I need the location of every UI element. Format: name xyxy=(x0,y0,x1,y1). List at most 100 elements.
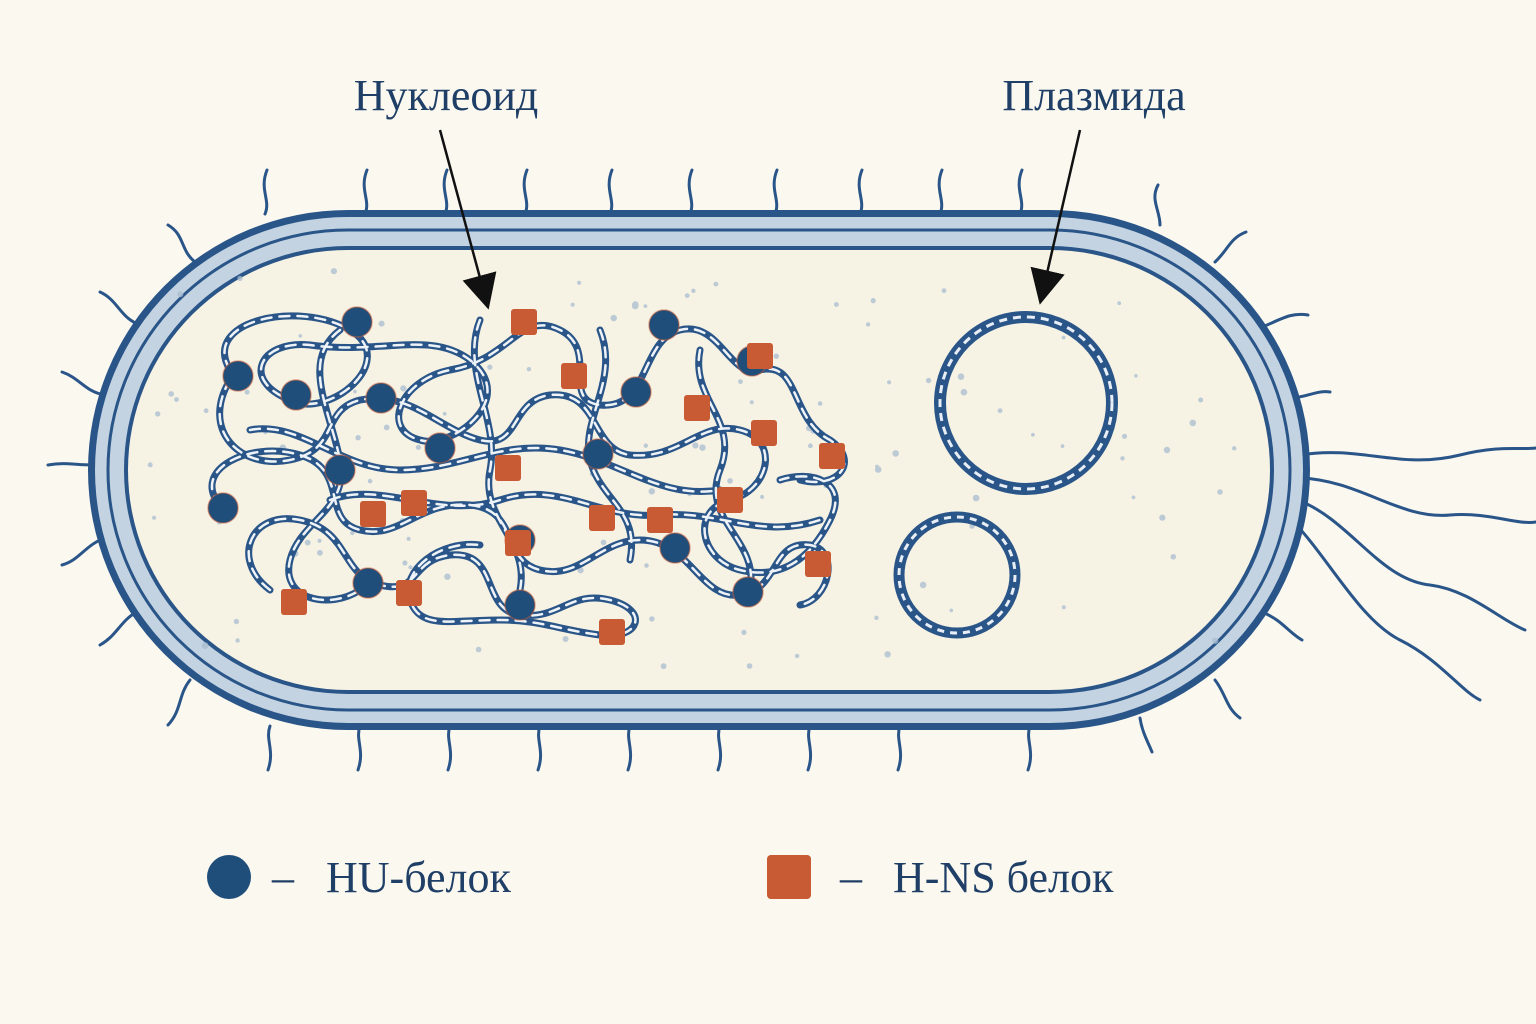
ribosome-dot xyxy=(317,549,323,556)
ribosome-dot xyxy=(644,563,649,568)
ribosome-dot xyxy=(887,380,892,385)
pilus xyxy=(536,724,543,772)
ribosome-dot xyxy=(957,373,965,381)
plasmid-label: Плазмида xyxy=(1002,71,1185,120)
hns-protein xyxy=(505,530,531,556)
pilus xyxy=(937,168,944,216)
pilus xyxy=(806,724,813,772)
hns-protein xyxy=(647,507,673,533)
hns-protein xyxy=(561,363,587,389)
ribosome-dot xyxy=(1189,419,1197,427)
plasmid-large xyxy=(934,311,1118,495)
hns-legend-icon xyxy=(767,855,811,899)
ribosome-dot xyxy=(727,478,733,484)
hu-protein xyxy=(341,306,373,338)
pilus xyxy=(772,168,779,216)
ribosome-dot xyxy=(1120,456,1125,461)
ribosome-dot xyxy=(997,408,1003,414)
ribosome-dot xyxy=(760,494,765,499)
pilus xyxy=(1138,716,1154,754)
plasmid-arrow xyxy=(1030,129,1082,305)
hns-protein xyxy=(599,619,625,645)
ribosome-dot xyxy=(746,663,753,669)
ribosome-dot xyxy=(741,629,747,636)
hns-legend-label: H-NS белок xyxy=(893,853,1114,902)
pilus xyxy=(356,724,363,772)
hns-protein xyxy=(819,443,845,469)
hu-protein xyxy=(732,576,764,608)
hns-protein xyxy=(684,395,710,421)
pilus xyxy=(166,678,192,727)
pilus xyxy=(98,290,142,327)
ribosome-dot xyxy=(298,334,303,338)
ribosome-dot xyxy=(400,385,407,392)
ribosome-dot xyxy=(155,411,161,417)
ribosome-dot xyxy=(562,636,569,642)
hns-protein xyxy=(281,589,307,615)
hu-protein xyxy=(504,589,536,621)
ribosome-dot xyxy=(925,377,932,384)
hns-protein xyxy=(589,505,615,531)
ribosome-dot xyxy=(941,288,947,294)
pilus xyxy=(60,370,107,397)
ribosome-dot xyxy=(610,314,617,322)
legend: – HU-белок – H-NS белок xyxy=(207,853,1114,902)
ribosome-dot xyxy=(244,389,250,395)
ribosome-dot xyxy=(972,494,980,502)
ribosome-dot xyxy=(1170,554,1177,560)
pilus xyxy=(442,168,449,216)
ribosome-dot xyxy=(949,608,954,613)
ribosome-dot xyxy=(773,353,779,359)
ribosome-dot xyxy=(203,408,209,414)
hns-protein xyxy=(401,490,427,516)
ribosome-dot xyxy=(632,301,639,308)
ribosome-dot xyxy=(648,488,655,495)
ribosome-dot xyxy=(367,478,373,484)
ribosome-dot xyxy=(600,539,607,546)
ribosome-dot xyxy=(643,304,648,308)
ribosome-dot xyxy=(1159,514,1166,521)
ribosome-dot xyxy=(174,397,179,402)
ribosome-dot xyxy=(892,450,899,457)
hu-legend-dash: – xyxy=(271,853,295,902)
hu-protein xyxy=(280,379,312,411)
ribosome-dot xyxy=(875,464,879,469)
ribosome-dot xyxy=(168,391,174,397)
ribosome-dot xyxy=(152,515,157,520)
ribosome-dot xyxy=(1212,637,1219,644)
hns-protein xyxy=(717,487,743,513)
ribosome-dot xyxy=(408,565,413,570)
hu-legend-label: HU-белок xyxy=(326,853,511,902)
ribosome-dot xyxy=(487,364,493,370)
hu-proteins xyxy=(207,306,768,621)
pilus xyxy=(46,462,94,467)
ribosome-dot xyxy=(919,581,927,589)
ribosome-dot xyxy=(383,424,390,431)
ribosome-dot xyxy=(444,573,451,580)
ribosome-dot xyxy=(147,462,153,468)
hu-protein xyxy=(222,360,254,392)
ribosome-dot xyxy=(442,411,447,416)
pilus xyxy=(626,724,633,772)
hu-protein xyxy=(424,432,456,464)
pilus xyxy=(1153,183,1162,227)
ribosome-dot xyxy=(1232,446,1237,451)
pilus xyxy=(1213,230,1248,264)
ribosome-dot xyxy=(378,320,385,327)
hu-protein xyxy=(659,532,691,564)
ribosome-dot xyxy=(577,567,584,574)
hu-protein xyxy=(620,376,652,408)
pilus xyxy=(607,168,614,216)
ribosome-dot xyxy=(233,618,240,625)
pilus xyxy=(1213,678,1242,720)
plasmid-small xyxy=(893,511,1021,639)
pilus xyxy=(1026,724,1033,772)
pilus xyxy=(857,168,864,216)
ribosome-dot xyxy=(353,389,357,394)
ribosome-dot xyxy=(1031,432,1035,437)
ribosome-dot xyxy=(1198,397,1204,403)
ribosome-dot xyxy=(960,388,968,396)
ribosome-dot xyxy=(350,530,355,536)
ribosome-dot xyxy=(713,281,719,287)
